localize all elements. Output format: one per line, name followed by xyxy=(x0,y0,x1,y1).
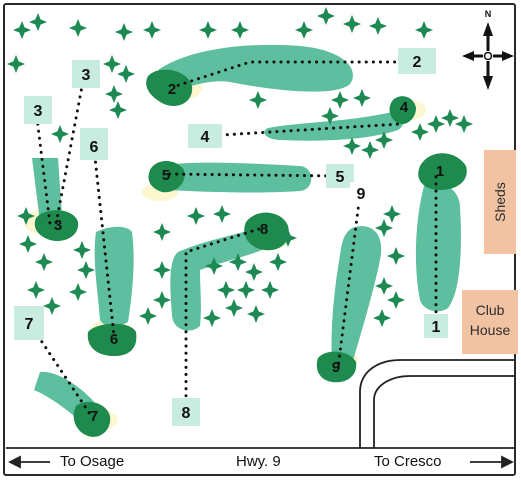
green-label-1: 1 xyxy=(436,163,444,180)
tee-hole-9: 9 xyxy=(350,182,372,204)
fairway-hole-2 xyxy=(158,44,353,92)
green-hole-7 xyxy=(73,401,111,437)
sheds-label: Sheds xyxy=(492,182,508,222)
tee-hole-2: 2 xyxy=(398,48,436,74)
fairways xyxy=(32,44,461,418)
arrow-left-head xyxy=(7,455,21,469)
svg-text:7: 7 xyxy=(25,316,34,333)
green-label-7: 7 xyxy=(90,408,98,425)
tee-hole-7: 7 xyxy=(14,306,44,340)
driveway-inner xyxy=(373,375,515,448)
fairway-hole-8 xyxy=(170,228,262,331)
svg-text:8: 8 xyxy=(182,405,191,422)
green-label-6: 6 xyxy=(110,331,118,348)
driveway-outer xyxy=(359,359,515,448)
green-hole-3 xyxy=(34,210,79,242)
fairway-hole-1 xyxy=(415,183,461,312)
fairway-hole-3 xyxy=(32,158,62,222)
green-hole-1 xyxy=(418,153,467,190)
greens xyxy=(34,69,467,437)
green-label-3: 3 xyxy=(54,217,62,234)
green-hole-9 xyxy=(316,351,357,383)
play-line-hole-9 xyxy=(336,192,362,370)
play-lines xyxy=(28,60,438,416)
fairway-hole-6 xyxy=(94,226,134,327)
tee-boxes: 1 2 3 3 4 5 6 7 8 9 xyxy=(14,48,448,426)
play-line-hole-3-b xyxy=(34,108,52,226)
tee-hole-1: 1 xyxy=(424,314,448,338)
svg-text:3: 3 xyxy=(82,67,91,84)
svg-text:4: 4 xyxy=(201,129,210,146)
compass-arrow xyxy=(483,22,493,51)
green-label-4: 4 xyxy=(400,99,409,116)
green-labels: 1 2 3 4 5 6 7 8 9 xyxy=(54,81,444,425)
green-hole-2 xyxy=(146,69,193,106)
compass-rose xyxy=(462,22,514,90)
green-label-2: 2 xyxy=(168,81,176,98)
tee-hole-4: 4 xyxy=(188,124,222,148)
roads xyxy=(6,359,515,449)
green-hole-8 xyxy=(244,212,289,251)
svg-text:3: 3 xyxy=(34,103,43,120)
svg-text:5: 5 xyxy=(336,169,345,186)
fairway-hole-9 xyxy=(331,226,382,364)
svg-text:1: 1 xyxy=(432,319,441,336)
svg-text:6: 6 xyxy=(90,139,99,156)
compass-north-label: N xyxy=(485,9,492,19)
clubhouse-label-line1: Club xyxy=(475,302,505,318)
play-line-hole-6 xyxy=(92,146,116,338)
play-line-hole-5 xyxy=(164,172,342,178)
green-hole-4 xyxy=(389,96,416,125)
play-line-hole-4 xyxy=(204,122,402,138)
tee-hole-6: 6 xyxy=(80,128,108,160)
green-label-9: 9 xyxy=(332,359,340,376)
road-arrows xyxy=(7,455,515,469)
svg-text:9: 9 xyxy=(357,186,366,203)
direction-left-label: To Osage xyxy=(60,453,125,470)
green-label-8: 8 xyxy=(260,221,268,238)
sheds-building: Sheds xyxy=(484,150,516,254)
tee-hole-3-back: 3 xyxy=(24,96,52,124)
tee-hole-3: 3 xyxy=(72,60,100,88)
clubhouse-building: Club House xyxy=(462,290,518,354)
play-line-hole-2 xyxy=(174,60,418,88)
green-hole-6 xyxy=(87,323,137,356)
tee-hole-5: 5 xyxy=(326,164,354,188)
direction-right-label: To Cresco xyxy=(374,453,442,470)
green-label-5: 5 xyxy=(162,167,170,184)
green-hole-5 xyxy=(148,161,185,193)
tee-hole-8: 8 xyxy=(172,398,200,426)
highway-name-label: Hwy. 9 xyxy=(236,453,281,470)
clubhouse-label-line2: House xyxy=(469,322,511,338)
fairway-hole-4 xyxy=(264,111,404,141)
play-line-hole-3 xyxy=(54,74,86,226)
arrow-right-head xyxy=(501,455,515,469)
fairway-hole-5 xyxy=(165,162,312,193)
svg-text:2: 2 xyxy=(413,54,422,71)
